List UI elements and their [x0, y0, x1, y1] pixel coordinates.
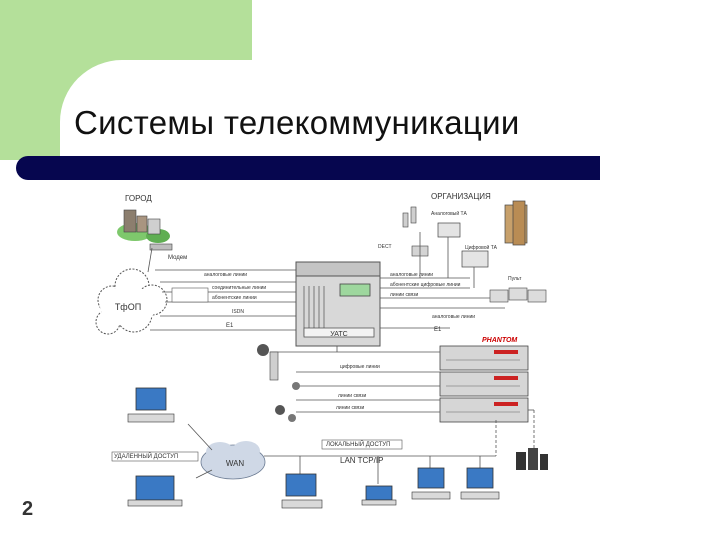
e1-right-label: E1: [434, 327, 442, 333]
line-label: линии связи: [390, 292, 419, 298]
wan-links: [187, 423, 300, 479]
device-links: [270, 346, 440, 413]
console-label: Пульт: [508, 276, 522, 282]
line-label: аналоговые линии: [204, 272, 247, 278]
line-label: абонентские линии: [212, 295, 257, 301]
pstn-cloud: ТфОП: [95, 268, 168, 335]
line-label: соединительные линии: [212, 285, 266, 291]
slide-number: 2: [22, 498, 34, 520]
line-label: аналоговые линии: [390, 272, 433, 278]
city-label: ГОРОД: [125, 194, 152, 203]
remote-pc: [127, 387, 175, 423]
local-access-label: ЛОКАЛЬНЫЙ ДОСТУП: [326, 440, 390, 448]
wan-label: WAN: [226, 459, 245, 468]
wan-cloud: WAN: [200, 441, 266, 480]
lan-label: LAN TCP/IP: [340, 456, 383, 465]
organization-label: ОРГАНИЗАЦИЯ: [431, 192, 491, 201]
terminal-devices: [257, 344, 300, 422]
organization-block: ОРГАНИЗАЦИЯ Аналоговый ТА Цифровой ТА DE…: [378, 192, 547, 303]
line-label: аналоговые линии: [432, 314, 475, 320]
remote-laptop: [127, 475, 183, 507]
e1-left-label: E1: [226, 323, 234, 329]
lan-bus: [299, 420, 497, 484]
console-units: [489, 287, 547, 303]
dect-label: DECT: [378, 244, 392, 250]
title-underline-bar: [16, 156, 600, 180]
decor-white-panel: [60, 60, 720, 540]
city-block: ГОРОД Модем: [117, 194, 187, 261]
local-access-box: [321, 439, 403, 450]
pstn-label: ТфОП: [115, 302, 141, 312]
server-rack: PHANTOM: [439, 337, 529, 423]
line-box: [171, 287, 209, 303]
digital-phone-label: Цифровой ТА: [465, 244, 498, 251]
line-label: абонентские цифровые линии: [390, 282, 461, 288]
remote-access-box: [111, 451, 199, 462]
remote-access-label: УДАЛЕННЫЙ ДОСТУП: [114, 452, 178, 460]
slide-title: Системы телекоммуникации: [74, 104, 520, 141]
pbx-label: УАТС: [330, 331, 347, 338]
right-branch: [516, 409, 548, 470]
lan-computers: [281, 467, 500, 509]
org-links: [380, 232, 505, 329]
brand-label: PHANTOM: [482, 337, 517, 344]
pbx-cabinet: УАТС: [295, 261, 381, 347]
analog-phone-label: Аналоговый ТА: [431, 210, 467, 217]
decor-left-strip: [0, 160, 60, 540]
modem-label: Модем: [168, 255, 187, 261]
line-label: цифровые линии: [340, 364, 380, 370]
line-label: линии связи: [336, 405, 365, 411]
line-label: линии связи: [338, 393, 367, 399]
isdn-label: ISDN: [232, 309, 244, 315]
